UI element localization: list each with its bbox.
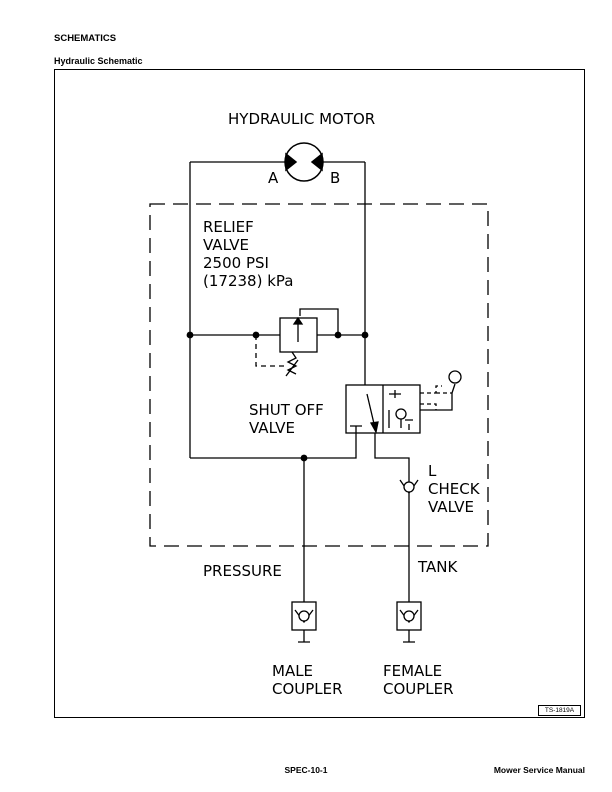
footer-manual-title: Mower Service Manual bbox=[493, 765, 585, 775]
pressure-label: PRESSURE bbox=[203, 562, 282, 580]
figure-frame bbox=[54, 69, 585, 718]
relief-pilot-line bbox=[299, 308, 339, 335]
relief-label-line2: VALVE bbox=[203, 236, 249, 254]
tank-line bbox=[374, 433, 410, 602]
port-a-label: A bbox=[268, 169, 279, 187]
shutoff-label-line1: SHUT OFF bbox=[249, 401, 324, 419]
relief-label-line3: 2500 PSI bbox=[203, 254, 269, 272]
check-valve-symbol bbox=[399, 479, 419, 495]
check-label-line1: L bbox=[428, 462, 437, 480]
section-title: SCHEMATICS bbox=[54, 33, 117, 44]
relief-drain-line bbox=[255, 335, 285, 367]
check-label-line3: VALVE bbox=[428, 498, 474, 516]
enclosure-dashed-outline bbox=[149, 203, 489, 547]
tank-label: TANK bbox=[417, 558, 458, 576]
motor-label: HYDRAULIC MOTOR bbox=[228, 110, 375, 128]
check-label-line2: CHECK bbox=[428, 480, 481, 498]
female-coupler-line1: FEMALE bbox=[383, 662, 442, 680]
male-coupler-line2: COUPLER bbox=[272, 680, 343, 698]
motor-symbol bbox=[284, 142, 324, 182]
relief-valve-symbol bbox=[279, 316, 318, 377]
relief-label-line4: (17238) kPa bbox=[203, 272, 293, 290]
male-coupler-symbol bbox=[291, 601, 317, 643]
junction-dots bbox=[186, 331, 369, 462]
female-coupler-line2: COUPLER bbox=[383, 680, 454, 698]
port-b-label: B bbox=[330, 169, 340, 187]
male-coupler-line1: MALE bbox=[272, 662, 313, 680]
subsection-title: Hydraulic Schematic bbox=[54, 56, 143, 66]
shutoff-valve-symbol bbox=[345, 370, 462, 434]
female-coupler-symbol bbox=[396, 601, 422, 643]
figure-id: TS-1819A bbox=[538, 705, 581, 716]
footer-page-number: SPEC-10-1 bbox=[284, 765, 328, 775]
shutoff-label-line2: VALVE bbox=[249, 419, 295, 437]
relief-label-line1: RELIEF bbox=[203, 218, 254, 236]
bottom-return-line bbox=[190, 433, 357, 459]
